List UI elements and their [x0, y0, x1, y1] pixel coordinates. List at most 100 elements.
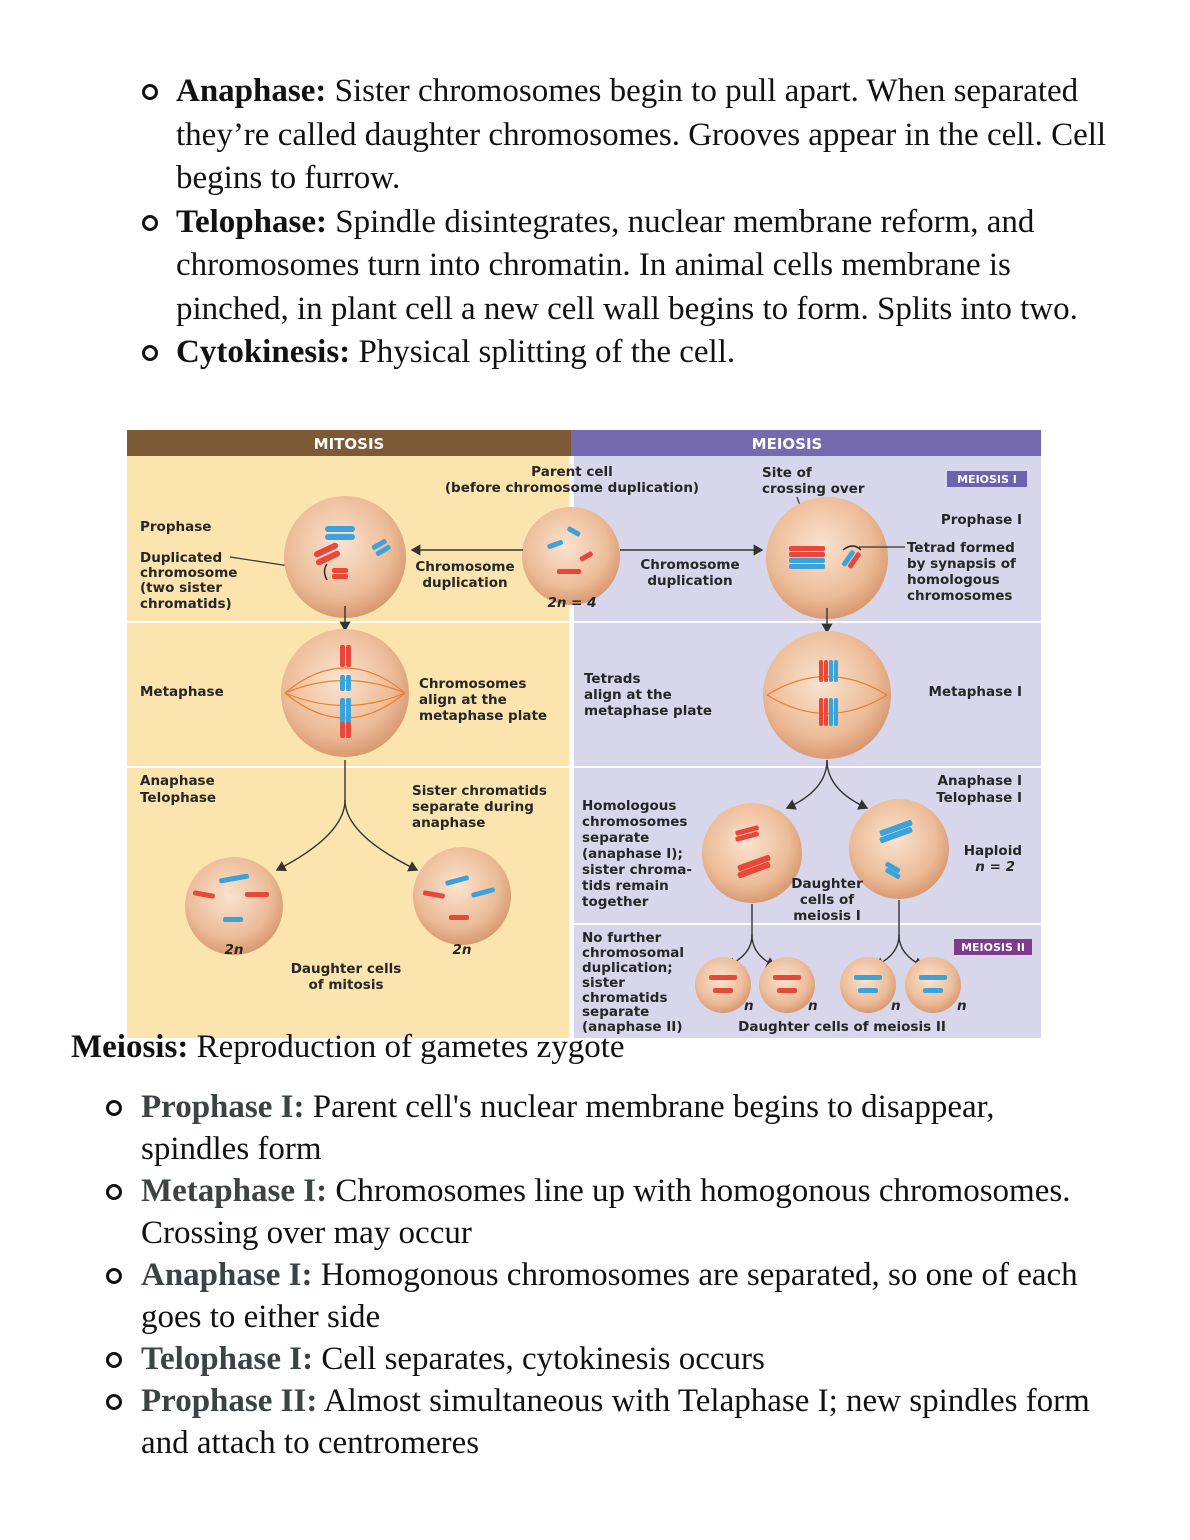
term-description: Sister chromosomes begin to pull apart. … — [176, 73, 1107, 196]
no-further-label-1: chromosomal — [582, 945, 684, 961]
metaphase-cell — [281, 629, 409, 757]
chrom-dup-left-sublabel: duplication — [422, 575, 507, 591]
no-further-label-0: No further — [582, 930, 662, 946]
hollow-bullet-icon — [106, 1184, 122, 1200]
hollow-bullet-icon — [106, 1268, 122, 1284]
meiosis-phase-list: Prophase I: Parent cell's nuclear membra… — [104, 1086, 1104, 1464]
daughter-meiosis-ii-label: Daughter cells of meiosis II — [738, 1019, 946, 1035]
homologous-sep-label-6: together — [582, 894, 649, 910]
hollow-bullet-icon — [142, 84, 158, 100]
mitosis-daughter-cell-2 — [413, 847, 511, 945]
tetrad-formed-sublabel-3: chromosomes — [907, 588, 1012, 604]
prophase-i-cell — [766, 497, 888, 619]
chrom-dup-left-label: Chromosome — [415, 559, 514, 575]
term-label: Cytokinesis: — [176, 334, 351, 370]
meiosis-i-daughter-cell-2 — [849, 799, 949, 899]
daughter-meiosis-i-sublabel-1: cells of — [800, 892, 854, 908]
meiosis-ii-daughter-cell-1 — [695, 957, 751, 1013]
duplicated-sublabel-1: chromosome — [140, 565, 237, 581]
hollow-bullet-icon — [106, 1394, 122, 1410]
term-label: Prophase II: — [141, 1383, 318, 1419]
metaphase-label: Metaphase — [140, 684, 224, 700]
metaphase-i-tetrads — [819, 660, 838, 726]
meiosis-description: Reproduction of gametes zygote — [188, 1029, 625, 1065]
anaphase-i-label: Anaphase I — [938, 773, 1022, 789]
list-item: Anaphase I: Homogonous chromosomes are s… — [104, 1254, 1104, 1338]
two-n-4-label: 2n = 4 — [547, 595, 596, 611]
tetrad-formed-sublabel-2: homologous — [907, 572, 1000, 588]
mitosis-header: MITOSIS — [314, 435, 385, 453]
meiosis-i-daughter-cell-1 — [702, 803, 802, 903]
duplicated-sublabel-3: chromatids) — [140, 596, 232, 612]
term-label: Anaphase I: — [141, 1257, 313, 1293]
parent-cell — [522, 507, 620, 605]
tetrads-align-sublabel-2: metaphase plate — [584, 703, 712, 719]
chrom-align-sublabel-2: metaphase plate — [419, 708, 547, 724]
telophase-label: Telophase — [140, 790, 216, 806]
list-item: Prophase I: Parent cell's nuclear membra… — [104, 1086, 1104, 1170]
haploid-label: Haploid — [964, 843, 1022, 859]
no-further-label-2: duplication; — [582, 960, 673, 976]
haploid-n-label: n = 2 — [975, 859, 1015, 875]
chrom-dup-right-label: Chromosome — [640, 557, 739, 573]
meiosis-header: MEIOSIS — [752, 435, 823, 453]
metaphase-i-cell — [763, 631, 891, 759]
list-item: Telophase: Spindle disintegrates, nuclea… — [140, 201, 1130, 332]
tetrad-formed-label: Tetrad formed — [907, 540, 1015, 556]
hollow-bullet-icon — [106, 1352, 122, 1368]
prophase-label: Prophase — [140, 519, 211, 535]
list-item: Metaphase I: Chromosomes line up with ho… — [104, 1170, 1104, 1254]
prophase-i-label: Prophase I — [941, 512, 1022, 528]
daughter-mitosis-label: Daughter cells — [291, 961, 402, 977]
meiosis-ii-ploidy-4: n — [957, 998, 967, 1014]
hollow-bullet-icon — [106, 1100, 122, 1116]
chrom-align-sublabel-1: align at the — [419, 692, 507, 708]
duplicated-label: Duplicated — [140, 550, 222, 566]
daughter-meiosis-i-sublabel-2: meiosis I — [793, 908, 861, 924]
tetrad-formed-sublabel-1: by synapsis of — [907, 556, 1016, 572]
meiosis-ii-daughter-cell-2 — [759, 957, 815, 1013]
mitosis-header-bar — [127, 430, 571, 456]
meiosis-ii-ploidy-3: n — [891, 998, 901, 1014]
hollow-bullet-icon — [142, 345, 158, 361]
tetrads-align-sublabel-1: align at the — [584, 687, 672, 703]
daughter-mitosis-sublabel: of mitosis — [309, 977, 384, 993]
prophase-cell — [284, 496, 406, 618]
homologous-sep-label-4: sister chroma- — [582, 862, 692, 878]
mitosis-daughter-cell-1 — [185, 857, 283, 955]
anaphase-label: Anaphase — [140, 773, 215, 789]
duplicated-sublabel-2: (two sister — [140, 580, 222, 596]
meiosis-header-bar — [571, 430, 1041, 456]
meiosis-ii-daughter-cell-3 — [840, 957, 896, 1013]
metaphase-chromosomes — [340, 645, 351, 738]
daughter-meiosis-i-label: Daughter — [791, 876, 863, 892]
sister-sep-label: Sister chromatids — [412, 783, 547, 799]
list-item: Anaphase: Sister chromosomes begin to pu… — [140, 70, 1130, 201]
term-description: Cell separates, cytokinesis occurs — [313, 1341, 765, 1377]
term-label: Anaphase: — [176, 73, 327, 109]
parent-cell-sublabel: (before chromosome duplication) — [445, 480, 699, 496]
meiosis-ii-ploidy-1: n — [744, 998, 754, 1014]
term-description: Chromosomes line up with homogonous chro… — [141, 1173, 1071, 1251]
prophase-i-tetrads — [789, 545, 862, 569]
term-label: Prophase I: — [141, 1089, 305, 1125]
no-further-label-3: sister — [582, 975, 625, 991]
term-description: Physical splitting of the cell. — [350, 334, 736, 370]
hollow-bullet-icon — [142, 214, 158, 231]
term-description: Spindle disintegrates, nuclear membrane … — [176, 203, 1078, 327]
list-item: Cytokinesis: Physical splitting of the c… — [140, 331, 1130, 375]
telophase-i-label: Telophase I — [936, 790, 1022, 806]
meiosis-heading: Meiosis: Reproduction of gametes zygote — [71, 1026, 625, 1068]
mitosis-daughter-2-ploidy: 2n — [452, 942, 471, 958]
term-description: Parent cell's nuclear membrane begins to… — [141, 1089, 995, 1167]
term-description: Homogonous chromosomes are separated, so… — [141, 1257, 1078, 1335]
site-crossing-sublabel: crossing over — [762, 481, 865, 497]
meiosis-i-tag: MEIOSIS I — [957, 473, 1017, 486]
sister-sep-sublabel-2: anaphase — [412, 815, 485, 831]
term-label: Metaphase I: — [141, 1173, 328, 1209]
meiosis-ii-daughter-cell-4 — [905, 957, 961, 1013]
term-description: Almost simultaneous with Telaphase I; ne… — [141, 1383, 1090, 1461]
prophase-chromosomes — [313, 526, 391, 581]
mitosis-phase-list: Anaphase: Sister chromosomes begin to pu… — [140, 70, 1130, 375]
list-item: Prophase II: Almost simultaneous with Te… — [104, 1380, 1104, 1464]
